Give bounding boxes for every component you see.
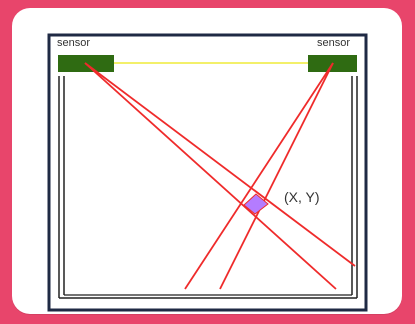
intersection-point — [243, 193, 269, 215]
outer-frame — [47, 33, 368, 312]
beam-right-1 — [184, 62, 334, 290]
beam-left-2 — [84, 62, 337, 290]
intersection-label: (X, Y) — [284, 189, 320, 205]
right-sensor-label: sensor — [317, 37, 351, 49]
left-sensor-label: sensor — [57, 37, 91, 49]
beam-left-1 — [84, 62, 356, 267]
beam-right-2 — [219, 62, 334, 290]
